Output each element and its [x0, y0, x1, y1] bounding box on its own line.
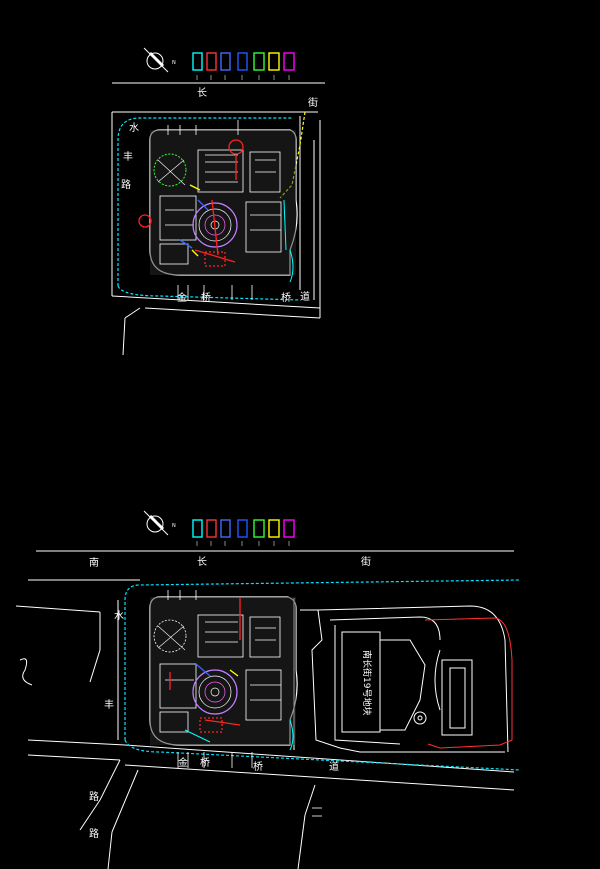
neighbour-red-boundary [424, 617, 513, 749]
road-label: 路 [89, 790, 99, 803]
buildings-top [159, 149, 282, 265]
road-label: 长 [197, 87, 207, 99]
central-plaza-bottom [192, 669, 238, 715]
ticks-bottom [167, 590, 322, 817]
blue-marks-bottom [195, 663, 211, 677]
building-label-vertical: 南长街19号地块 [361, 650, 373, 715]
road-label: 水 [114, 610, 124, 622]
curb-dashed-bottom [124, 579, 521, 771]
road-label: 长 [197, 556, 207, 568]
road-label: 道 [329, 760, 339, 773]
yellow-marks-bottom [229, 669, 239, 677]
curb-dashed-top [117, 117, 301, 301]
buildings-bottom [159, 614, 282, 733]
building-label: 南长街19号地块 [361, 650, 373, 715]
cyan-edge-top [283, 199, 294, 283]
road-label: 道 [300, 290, 310, 303]
road-label: 路 [89, 827, 99, 840]
legend-swatches [192, 52, 295, 80]
road-label: 南 [89, 556, 99, 569]
site-plan-top: N [111, 47, 325, 356]
yellow-marks-top [189, 184, 201, 257]
road-label: 路 [121, 178, 131, 191]
red-markers-bottom [169, 598, 241, 733]
road-labels-top: 长 街 丰 水 路 金 桥 桥 道 [121, 87, 318, 304]
cyan-edge-bottom [184, 719, 294, 751]
svg-text:N: N [172, 523, 176, 529]
yellow-path-top [279, 111, 306, 199]
green-feature-top [153, 153, 187, 187]
road-label: 金 [178, 756, 188, 769]
road-label: 丰 [123, 150, 133, 163]
road-label: 丰 [104, 698, 114, 711]
neighbour-block [300, 605, 509, 753]
road-label: 桥 [281, 292, 291, 304]
north-arrow-icon: N [143, 510, 176, 536]
svg-text:N: N [172, 60, 176, 66]
road-label: 桥 [201, 292, 211, 304]
ticks-top [167, 120, 253, 300]
road-label: 街 [308, 96, 318, 109]
road-labels-bottom: 南 长 街 丰 水 路 金 桥 桥 道 路 [89, 555, 371, 840]
site-plan-bottom: N [15, 510, 521, 869]
road-label: 街 [361, 555, 371, 568]
site-fill-top [150, 130, 296, 275]
feature-circle-bottom [153, 619, 187, 653]
blue-marks-top [179, 199, 209, 249]
red-markers-top [138, 139, 244, 267]
road-label: 水 [129, 122, 139, 134]
road-label: 金 [177, 291, 187, 304]
north-arrow-icon: N [143, 47, 176, 73]
road-label: 桥 [200, 757, 210, 769]
road-label: 桥 [253, 761, 263, 773]
road-lines-top [111, 82, 325, 356]
legend-swatches [192, 519, 295, 546]
